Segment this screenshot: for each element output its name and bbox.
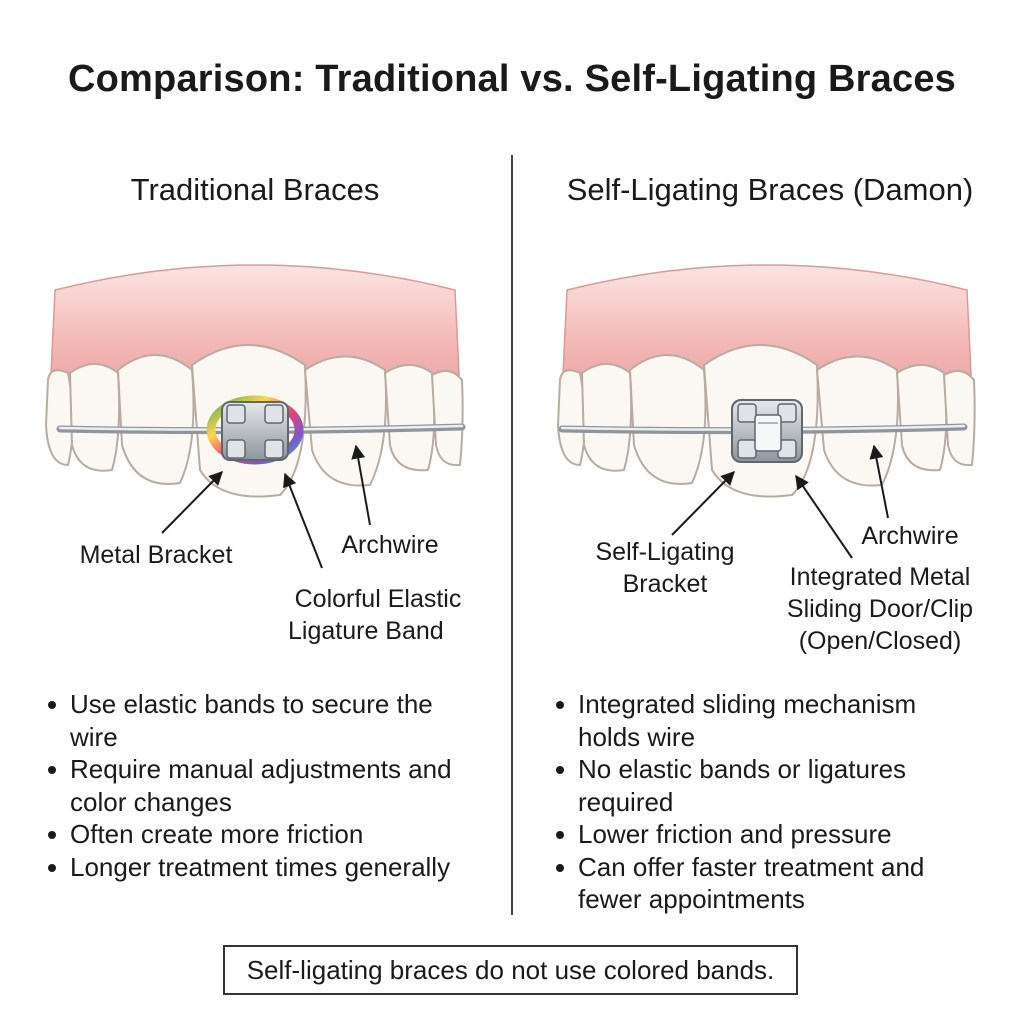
list-item: Often create more friction [48,818,488,851]
center-divider [511,155,513,915]
page-title: Comparison: Traditional vs. Self-Ligatin… [68,58,956,100]
label-archwire-left: Archwire [341,531,439,559]
self-ligating-bullets: Integrated sliding mechanism holds wire … [556,688,996,916]
tooth [303,355,387,487]
traditional-heading: Traditional Braces [130,172,380,207]
self-ligating-bracket [731,399,803,463]
tooth [942,370,976,467]
traditional-bullets: Use elastic bands to secure the wire Req… [48,688,488,883]
tooth [116,354,195,485]
label-elastic-band-line2: Ligature Band [288,617,444,645]
tooth [383,364,436,472]
sliding-door-clip [754,414,782,452]
traditional-leader-lines [161,444,371,569]
label-sliding-clip-line1: Integrated Metal [789,563,971,591]
label-sliding-clip: Integrated Metal Sliding Door/Clip (Open… [770,561,990,657]
list-item: Lower friction and pressure [556,818,996,851]
list-item: Integrated sliding mechanism holds wire [556,688,996,753]
label-sliding-clip-line2: Sliding Door/Clip [786,595,974,623]
list-item: Longer treatment times generally [48,851,488,884]
list-item: Require manual adjustments and color cha… [48,753,488,818]
tooth [628,354,707,485]
label-archwire-right: Archwire [861,522,959,550]
self-ligating-leader-lines [671,444,889,559]
label-self-ligating-bracket-line1: Self-Ligating [595,538,735,566]
label-self-ligating-bracket-line2: Bracket [622,570,708,598]
self-ligating-braces-illustration [556,264,976,498]
label-elastic-band: Colorful Elastic Ligature Band [278,583,478,647]
label-metal-bracket: Metal Bracket [79,541,233,569]
metal-bracket [221,401,289,461]
label-elastic-band-line1: Colorful Elastic [294,585,462,613]
footer-note: Self-ligating braces do not use colored … [223,945,798,995]
self-ligating-heading: Self-Ligating Braces (Damon) [566,172,974,207]
label-sliding-clip-line3: (Open/Closed) [798,627,962,655]
list-item: No elastic bands or ligatures required [556,753,996,818]
tooth [895,364,948,472]
label-self-ligating-bracket: Self-Ligating Bracket [575,536,755,600]
list-item: Use elastic bands to secure the wire [48,688,488,753]
list-item: Can offer faster treatment and fewer app… [556,851,996,916]
traditional-braces-illustration [44,264,466,498]
